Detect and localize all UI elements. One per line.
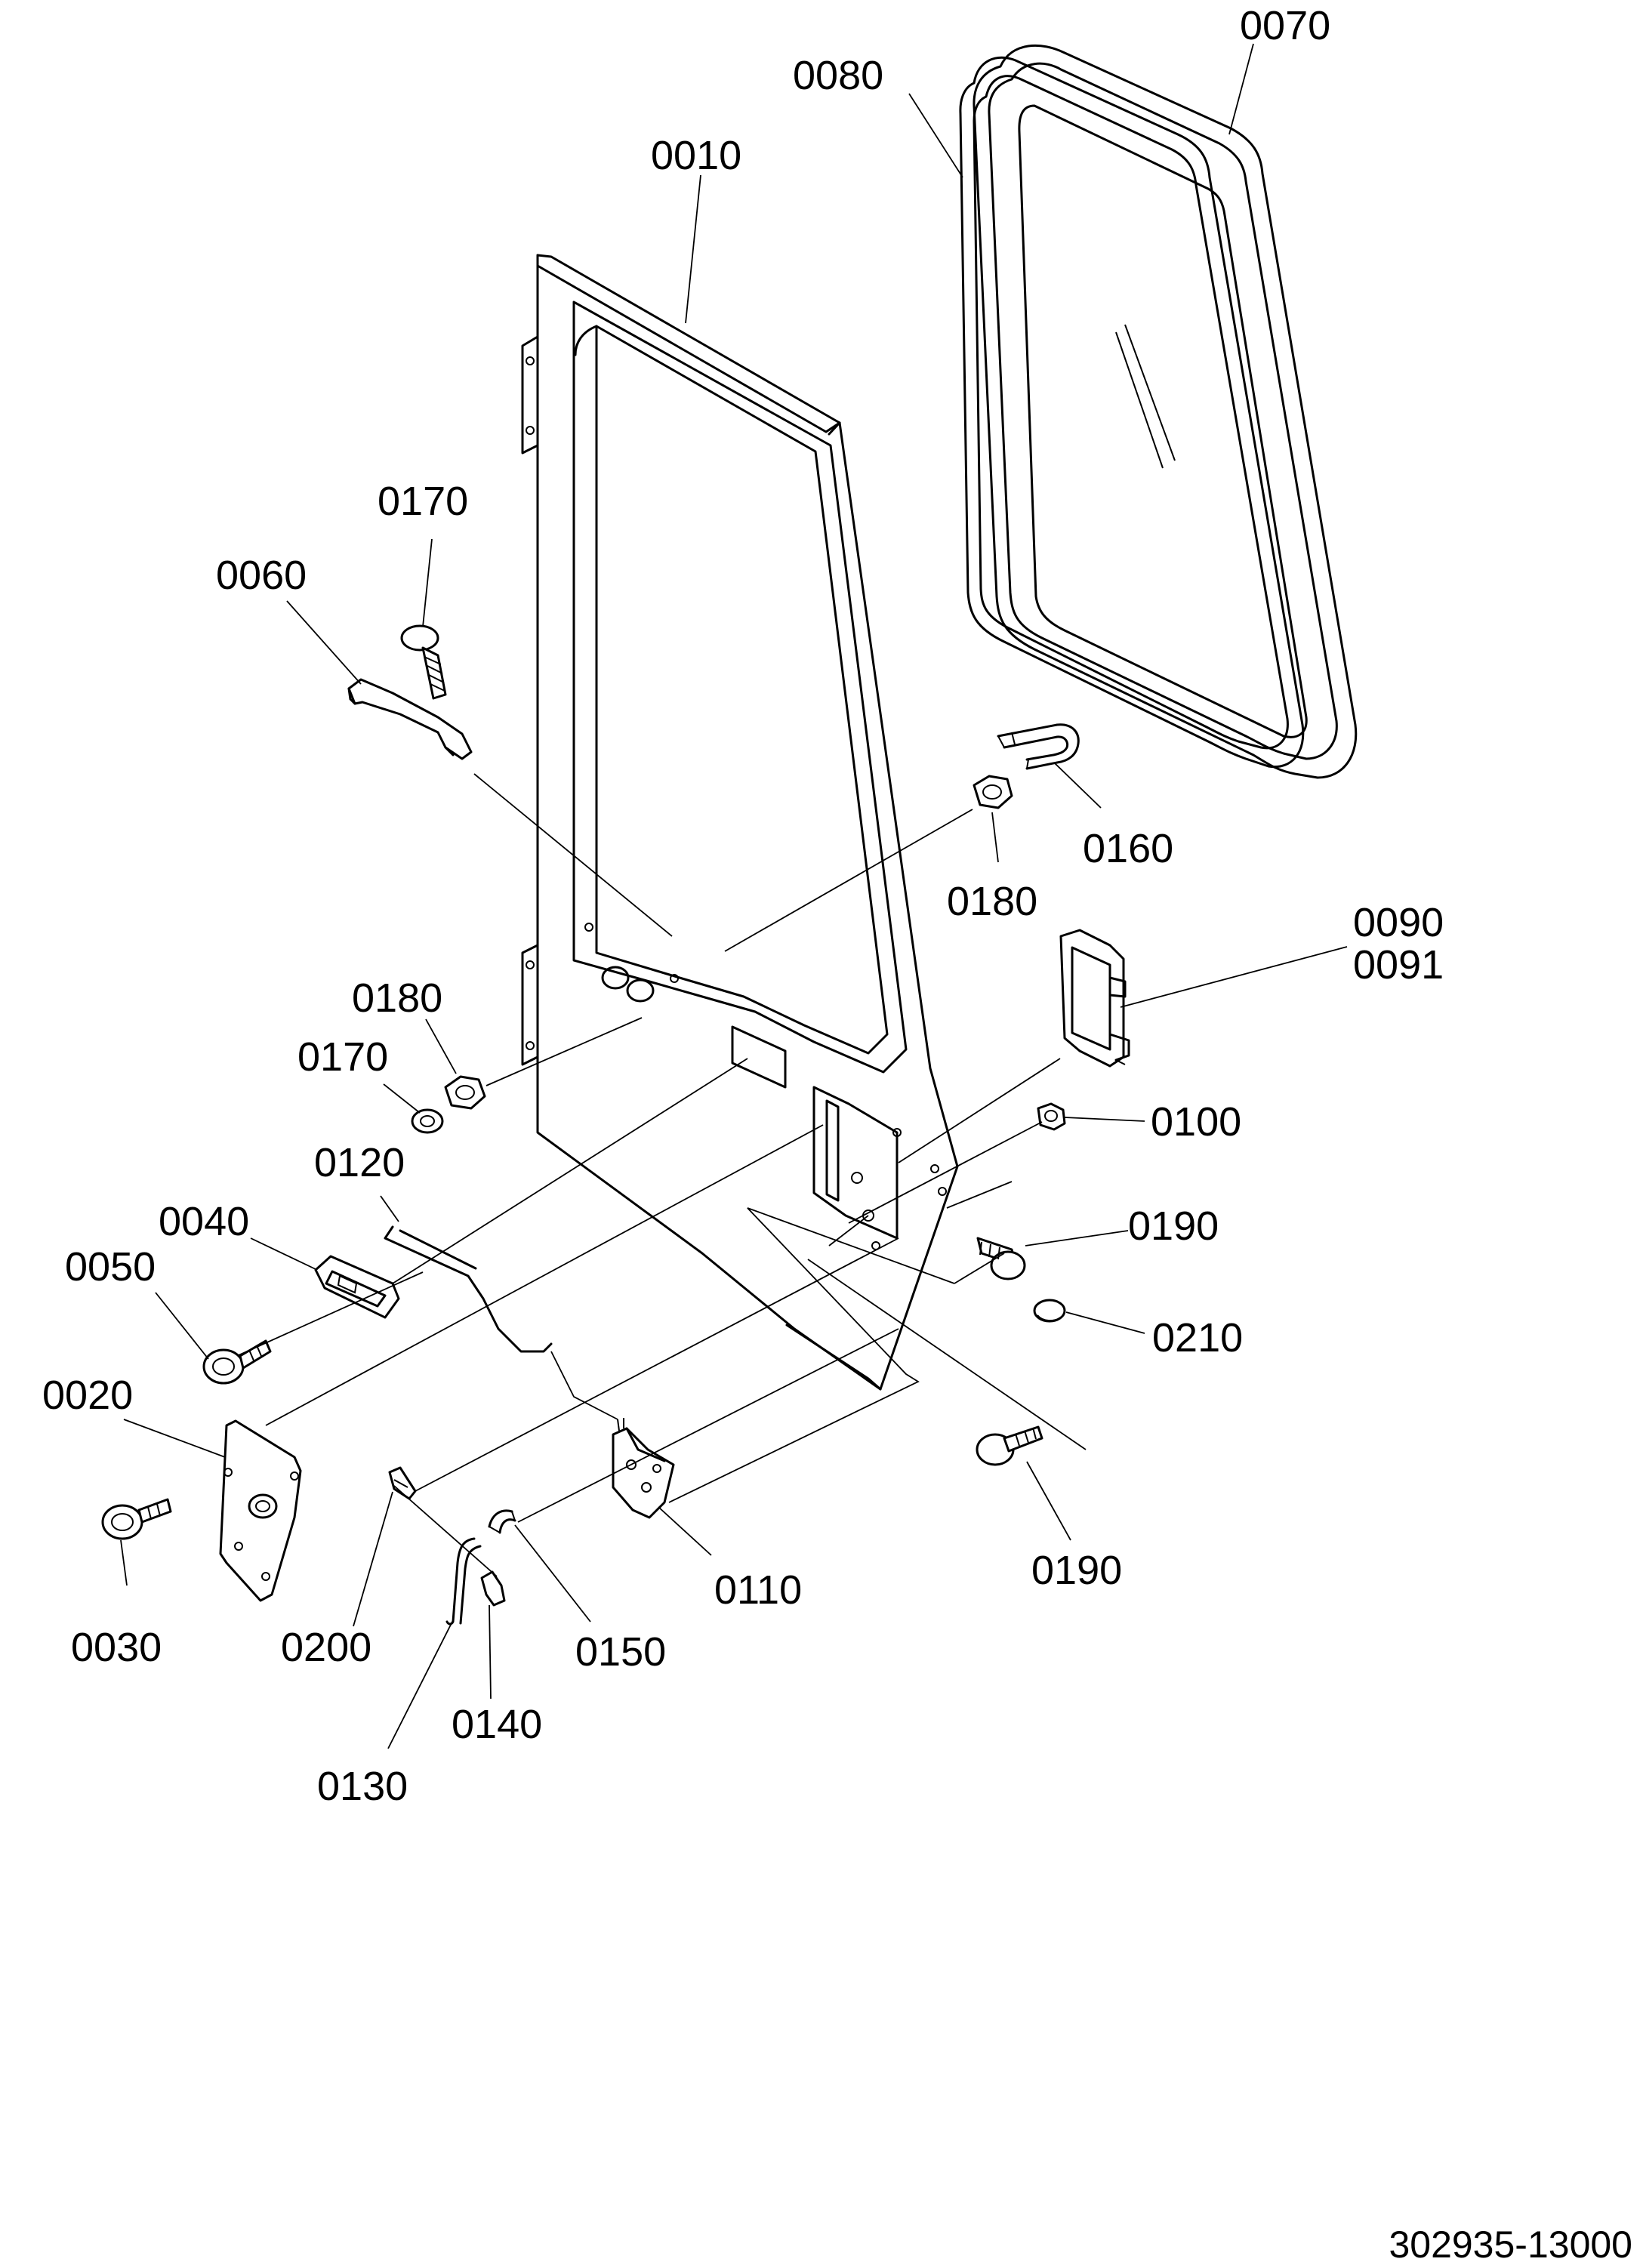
label-0190-middle: 0190: [1128, 1203, 1219, 1249]
screw-0030: [101, 1498, 172, 1540]
inner-handle-bezel-0040: [314, 1255, 400, 1319]
nut-0180-left: [444, 1075, 486, 1110]
label-0010: 0010: [651, 133, 741, 178]
assembly-lines: [238, 773, 1087, 1577]
label-0080: 0080: [793, 53, 883, 98]
outer-handle-0090: [1059, 929, 1130, 1068]
door-lock-0110: [612, 1418, 675, 1519]
weatherstrip-0080: [959, 56, 1305, 769]
u-bolt-0160: [997, 723, 1080, 770]
label-leaders: [120, 43, 1348, 1749]
bolt-0190-lower: [976, 1425, 1043, 1466]
window-glass-0070: [973, 44, 1358, 779]
label-0140: 0140: [452, 1702, 542, 1747]
plug-0210: [1033, 1299, 1066, 1323]
cover-plate-0020: [219, 1419, 302, 1602]
label-0200: 0200: [281, 1625, 371, 1670]
label-0050: 0050: [65, 1244, 156, 1290]
rod-0130: [445, 1537, 482, 1626]
label-0030: 0030: [71, 1625, 162, 1670]
label-0070: 0070: [1240, 3, 1330, 48]
clip-0200: [388, 1466, 417, 1500]
label-0110: 0110: [714, 1567, 802, 1613]
label-0090: 0090: [1353, 900, 1444, 945]
label-0100: 0100: [1151, 1099, 1241, 1145]
rod-0120: [384, 1225, 553, 1353]
bushing-0100: [1037, 1102, 1066, 1131]
label-0060: 0060: [216, 553, 307, 598]
label-0180-left: 0180: [352, 975, 442, 1021]
bolt-0190-middle: [976, 1237, 1026, 1280]
tube-0150: [488, 1509, 516, 1534]
label-0170-top: 0170: [378, 479, 468, 524]
screw-0050: [202, 1339, 272, 1385]
nut-0180-right: [973, 775, 1013, 809]
washer-0170-left: [411, 1108, 444, 1134]
label-0020: 0020: [42, 1373, 133, 1418]
label-0190-lower: 0190: [1031, 1548, 1122, 1593]
label-0040: 0040: [159, 1199, 249, 1244]
screw-0170-top: [400, 624, 447, 700]
document-number: 302935-13000: [1389, 2223, 1632, 2266]
label-0091: 0091: [1353, 942, 1444, 988]
label-0120: 0120: [314, 1140, 405, 1185]
label-0130: 0130: [317, 1764, 408, 1809]
grab-handle-0060: [347, 678, 473, 760]
label-0160: 0160: [1083, 826, 1173, 871]
door-frame-0010: [521, 254, 959, 1391]
label-0150: 0150: [575, 1629, 666, 1675]
label-0210: 0210: [1152, 1315, 1243, 1360]
label-0180-right: 0180: [947, 879, 1037, 924]
clip-0140: [480, 1570, 506, 1607]
label-0170-left: 0170: [297, 1034, 388, 1080]
